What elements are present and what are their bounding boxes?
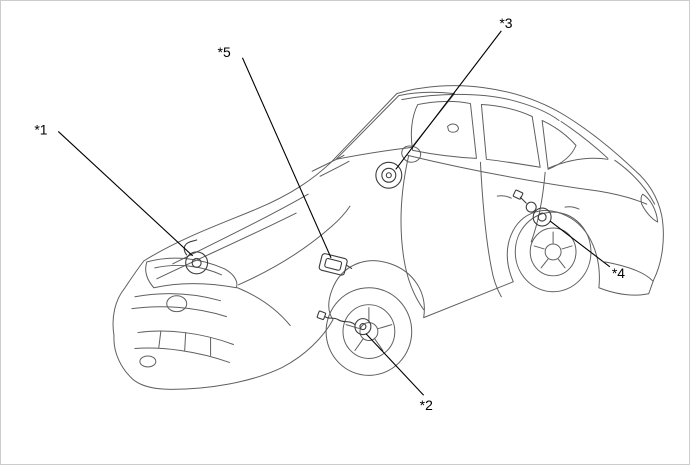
callout-3-label: *3 [499,15,512,31]
component-marker-3 [375,161,403,189]
car-line-drawing [112,85,664,390]
car-rear-door-window [480,104,541,168]
car-doorframe-top-line [401,93,560,121]
callout-4-leader-line [549,220,611,268]
car-fender-seam [237,205,351,286]
component-markers [183,161,552,336]
callout-5-label: *5 [218,44,231,60]
car-hood-crease-2 [156,212,297,280]
car-side-mirror [401,145,422,163]
car-headlight-inner-line [154,264,223,276]
car-cowl-line-1 [311,154,345,172]
car-cowl-line-2 [319,160,350,177]
car-body-outline [112,85,664,390]
callout-2-label: *2 [420,397,433,413]
car-windshield [335,91,456,160]
car-grille-lower-line-2 [134,347,230,363]
component-marker-2 [316,310,372,336]
car-front-door-window [410,100,477,159]
car-fog-lamp [139,355,157,368]
car-far-side-mirror [447,123,460,133]
callout-2-leader-line [365,333,425,396]
car-b-pillar-seam [479,161,502,298]
car-beltline [407,154,648,205]
callout-4-label: *4 [612,265,625,281]
callout-3-leader-line [395,30,502,170]
component-marker-5 [318,253,353,276]
car-front-door-handle [496,195,512,199]
car-hood-crease-1 [172,193,309,265]
car-grille-upper-line-1 [134,293,222,302]
car-grille-slats [158,331,212,356]
car-rear-bumper-crease [604,261,654,282]
car-trunk-seam [614,159,656,205]
car-bumper-corner-crease [236,287,291,327]
component-marker-4 [512,189,552,227]
callout-leader-lines [57,30,611,396]
car-taillight [640,193,659,223]
car-front-wheel [325,287,413,376]
car-emblem [166,295,188,313]
car-rear-wheel [514,211,592,293]
car-rear-door-handle [564,206,580,210]
car-quarter-window [541,119,577,170]
car-front-door-seam [400,154,425,311]
car-headlight [145,257,238,289]
car-rear-window-line [560,120,609,159]
component-marker-1 [183,239,209,275]
car-grille-upper-line-2 [131,306,228,318]
callout-5-leader-line [241,57,332,259]
car-rear-window-base [547,157,609,169]
callout-1-label: *1 [34,121,47,137]
car-grille-lower-line-1 [137,330,234,346]
callout-1-leader-line [57,131,194,257]
callout-labels: *1 *2 *3 *4 *5 [34,15,625,413]
